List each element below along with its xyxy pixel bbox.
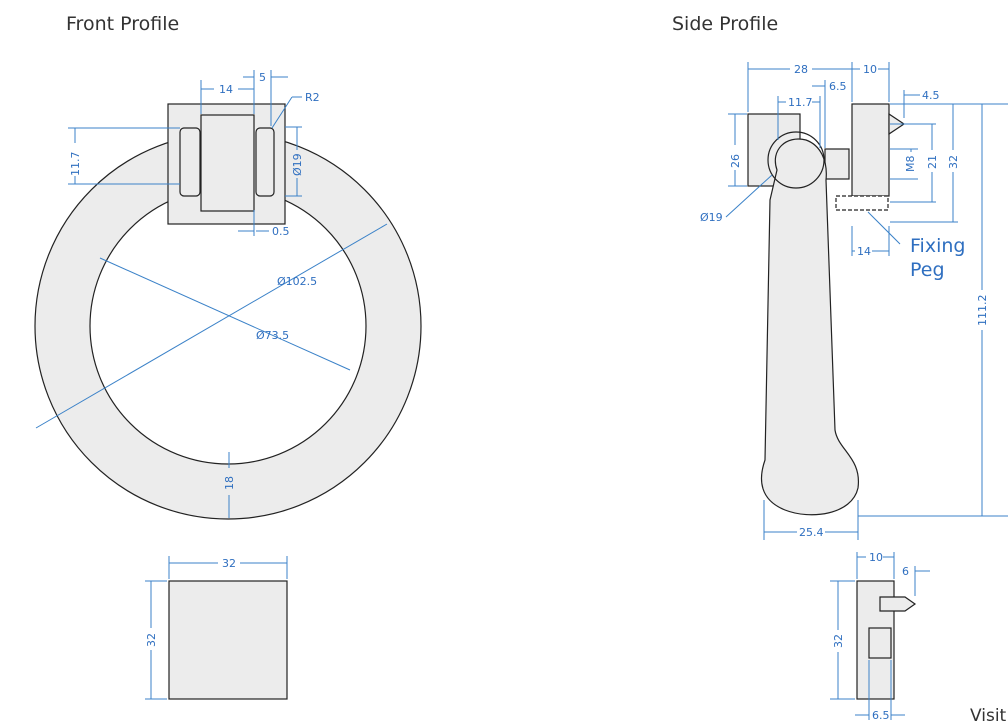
dim-side-14: 14 — [857, 245, 871, 258]
dim-side-dia19: Ø19 — [700, 211, 723, 224]
dim-front-5: 5 — [259, 71, 266, 84]
front-backplate — [167, 103, 286, 225]
dim-front-18: 18 — [223, 476, 236, 490]
callout-peg: Peg — [910, 259, 945, 281]
visit-text[interactable]: Visit — [970, 706, 1007, 726]
front-dimensions: 14 5 R2 11.7 Ø19 0.5 Ø102.5 Ø73.5 18 — [35, 70, 388, 518]
dim-side-11-7: 11.7 — [788, 96, 813, 109]
dim-side-28: 28 — [794, 63, 808, 76]
dim-base-height-32: 32 — [145, 633, 158, 647]
dim-base-width-32: 32 — [222, 557, 236, 570]
side-profile-title: Side Profile — [672, 13, 779, 35]
dim-front-14: 14 — [219, 83, 233, 96]
dim-side-base-6: 6 — [902, 565, 909, 578]
side-base: 10 6 32 6.5 — [830, 551, 930, 722]
front-ring — [34, 132, 422, 520]
dim-side-6-5: 6.5 — [829, 80, 847, 93]
dim-side-25-4: 25.4 — [799, 526, 824, 539]
dim-side-base-6-5: 6.5 — [872, 709, 890, 722]
dim-side-base-32: 32 — [832, 634, 845, 648]
side-dimensions: 28 10 6.5 4.5 11.7 26 M8 21 32 — [700, 62, 1008, 540]
dim-side-26: 26 — [729, 154, 742, 168]
dim-front-dia19: Ø19 — [291, 153, 304, 176]
dim-front-r2: R2 — [305, 91, 320, 104]
dim-side-32: 32 — [947, 155, 960, 169]
side-handle — [747, 103, 906, 516]
dim-side-4-5: 4.5 — [922, 89, 940, 102]
dim-side-base-10: 10 — [869, 551, 883, 564]
front-base: 32 32 — [145, 556, 288, 700]
dim-side-111-2: 111.2 — [976, 295, 989, 327]
dim-side-10: 10 — [863, 63, 877, 76]
dim-front-0-5: 0.5 — [272, 225, 290, 238]
dim-front-dia102-5: Ø102.5 — [277, 275, 317, 288]
front-profile-title: Front Profile — [66, 13, 180, 35]
dim-front-dia73-5: Ø73.5 — [256, 329, 289, 342]
dim-side-m8: M8 — [904, 156, 917, 173]
dim-side-21: 21 — [926, 155, 939, 169]
dim-front-11-7: 11.7 — [69, 152, 82, 177]
callout-fixing: Fixing — [910, 235, 965, 257]
fixing-peg-callout: Fixing Peg — [910, 235, 965, 281]
